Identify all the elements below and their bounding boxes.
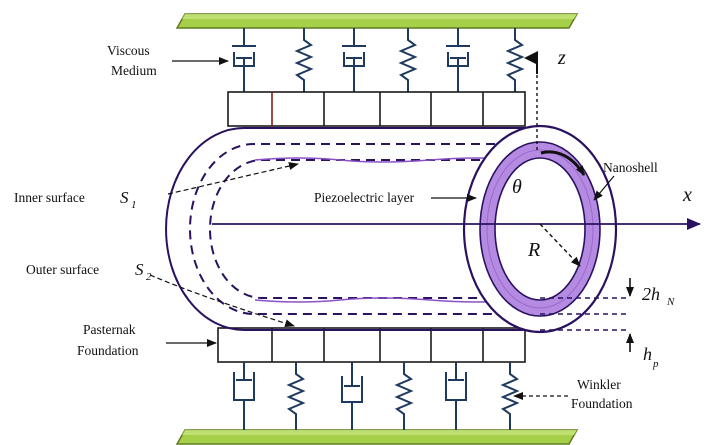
damper-5: [341, 362, 363, 430]
outer-surface-subscript: 2: [146, 271, 152, 283]
damper-2: [342, 28, 366, 92]
outer-surface-label: Outer surface S 2: [26, 260, 152, 283]
spring-3: [505, 28, 525, 92]
spring-4: [286, 362, 306, 430]
nanoshell-label: Nanoshell: [603, 160, 658, 175]
cylinder-body: [165, 127, 540, 331]
winkler-label-line1: Winkler: [577, 377, 621, 392]
hp-label: h p: [643, 344, 659, 370]
bottom-plate: [175, 429, 579, 445]
hN-coefficient: 2h: [642, 284, 660, 304]
leader-arrows: [149, 57, 615, 400]
viscous-medium-label-line2: Medium: [111, 63, 157, 78]
bottom-springs-dampers: [233, 362, 520, 430]
winkler-label-line2: Foundation: [571, 396, 633, 411]
x-axis-label: x: [682, 184, 692, 206]
top-plate: [175, 13, 579, 29]
cross-section: [462, 124, 618, 334]
z-axis-label: z: [557, 47, 566, 69]
outer-surface-symbol: S: [135, 260, 144, 279]
pasternak-label-line2: Foundation: [77, 343, 139, 358]
top-springs-dampers: [232, 28, 525, 92]
spring-5: [394, 362, 414, 430]
theta-label: θ: [512, 176, 522, 198]
radius-label: R: [527, 239, 540, 261]
thickness-dimensions: [540, 297, 628, 331]
inner-surface-text: Inner surface: [14, 190, 85, 205]
bottom-shear-layer: [217, 327, 526, 363]
spring-6: [500, 362, 520, 430]
viscous-medium-label-line1: Viscous: [107, 43, 150, 58]
damper-6: [445, 362, 467, 430]
damper-1: [232, 28, 256, 92]
radius-line: [539, 223, 581, 267]
inner-surface-label: Inner surface S 1: [14, 188, 137, 211]
pasternak-label-line1: Pasternak: [83, 322, 136, 337]
outer-surface-text: Outer surface: [26, 262, 99, 277]
hN-label: 2h N: [642, 284, 675, 308]
spring-2: [398, 28, 418, 92]
inner-surface-symbol: S: [120, 188, 129, 207]
hp-symbol: h: [643, 344, 652, 364]
spring-1: [294, 28, 314, 92]
inner-surface-subscript: 1: [131, 199, 137, 211]
damper-4: [233, 362, 255, 430]
hN-subscript: N: [666, 296, 675, 308]
top-shear-layer: [227, 91, 526, 127]
hp-subscript: p: [652, 358, 659, 370]
damper-3: [446, 28, 470, 92]
piezoelectric-layer-label: Piezoelectric layer: [314, 190, 415, 205]
